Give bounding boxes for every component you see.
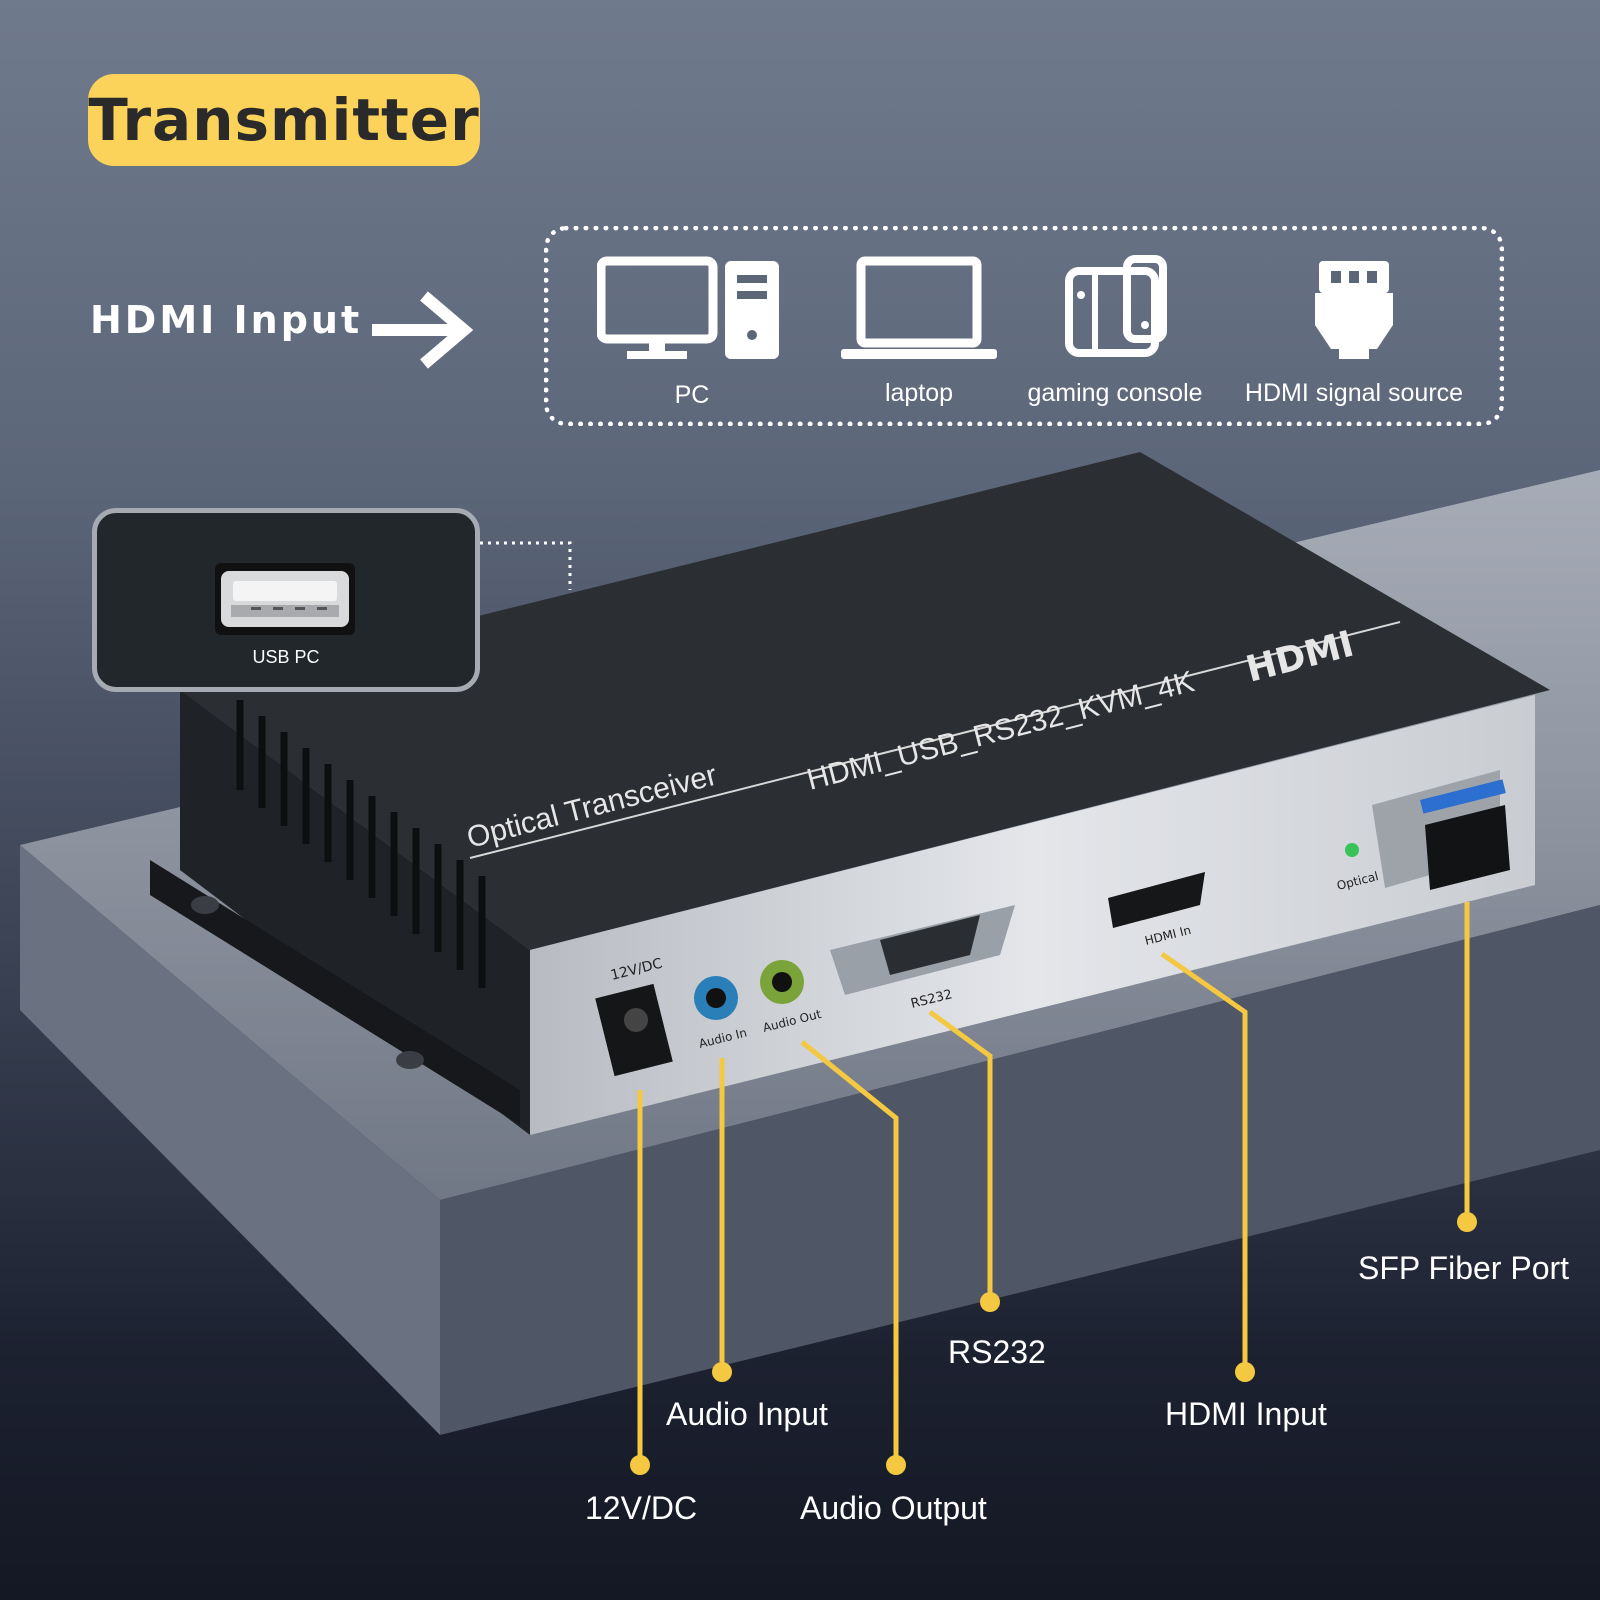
callout-label-hdmi-input: HDMI Input — [1165, 1396, 1327, 1432]
source-label-pc: PC — [674, 381, 710, 409]
gaming-console-icon — [1065, 255, 1167, 357]
source-gaming-console: gaming console — [1025, 255, 1205, 415]
pc-icon — [596, 256, 779, 359]
callout-lines — [637, 902, 1470, 1465]
optical-led — [1345, 843, 1359, 857]
hdmi-input-heading: HDMI Input — [90, 298, 363, 342]
callout-label-power: 12V/DC — [585, 1490, 698, 1526]
hdmi-plug-icon — [1315, 261, 1393, 359]
callout-label-audio-output: Audio Output — [800, 1490, 987, 1526]
page-title: Transmitter — [88, 86, 480, 154]
arrow-right-icon — [372, 291, 474, 369]
source-label-gaming-console: gaming console — [1027, 379, 1203, 407]
usb-pc-inset: USB PC — [92, 508, 480, 692]
transceiver-box: Optical Transceiver HDMI_USB_RS232_KVM_4… — [150, 452, 1550, 1135]
usb-connector-line — [480, 541, 572, 590]
source-pc: PC — [596, 255, 787, 415]
callout-label-rs232: RS232 — [948, 1334, 1046, 1370]
title-badge: Transmitter — [88, 74, 480, 166]
usb-pc-label: USB PC — [252, 647, 320, 667]
callout-label-sfp: SFP Fiber Port — [1358, 1250, 1570, 1286]
source-label-laptop: laptop — [884, 379, 954, 407]
usb-port-icon — [215, 563, 355, 635]
hdmi-in-port — [1108, 872, 1205, 928]
callout-label-audio-input: Audio Input — [666, 1396, 828, 1432]
callout-dots — [630, 1212, 1477, 1475]
source-hdmi-signal: HDMI signal source — [1239, 255, 1469, 415]
source-label-hdmi-signal: HDMI signal source — [1244, 379, 1464, 407]
input-sources-box: PC laptop gaming console HDMI signal sou — [544, 226, 1504, 426]
source-laptop: laptop — [839, 255, 999, 415]
laptop-icon — [841, 256, 997, 359]
